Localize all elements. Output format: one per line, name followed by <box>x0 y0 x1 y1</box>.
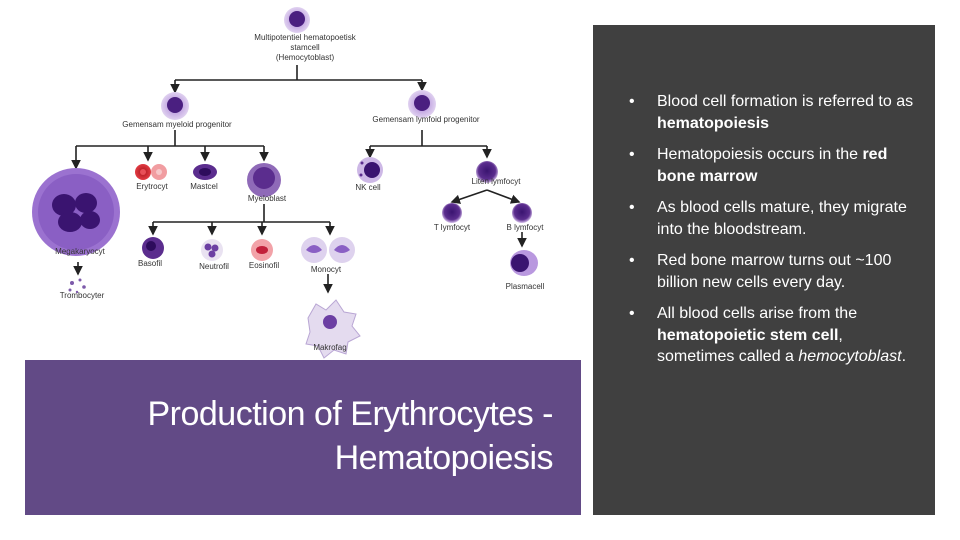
stem-cell <box>284 7 310 33</box>
bullet-dot-icon: • <box>629 305 635 322</box>
label-erythrocyte: Erytrocyt <box>136 182 168 191</box>
bullet-item: •Blood cell formation is referred to as … <box>629 93 914 132</box>
thrombocyte-cells <box>68 278 86 294</box>
neutrophil-cell <box>201 239 223 261</box>
small-lymphocyte-cell <box>476 161 498 183</box>
label-megakaryocyte: Megakaryocyt <box>55 247 106 256</box>
diagram-connectors <box>71 65 527 294</box>
slide-title-line-2: Hematopoiesis <box>334 439 554 477</box>
bullet-dot-icon: • <box>629 199 635 216</box>
label-lymphoid-progenitor: Gemensam lymfoid progenitor <box>372 115 479 124</box>
bullet-dot-icon: • <box>629 146 635 163</box>
label-t-lymphocyte: T lymfocyt <box>434 223 471 232</box>
label-monocyte: Monocyt <box>311 265 342 274</box>
label-eosinophil: Eosinofil <box>249 261 279 270</box>
bullet-item: •As blood cells mature, they migrate int… <box>629 199 907 238</box>
bullet-dot-icon: • <box>629 93 635 110</box>
bullet-item: •Red bone marrow turns out ~100 billion … <box>629 252 892 291</box>
bullet-list: •Blood cell formation is referred to as … <box>629 91 919 378</box>
myeloblast-cell <box>247 163 281 197</box>
slide-title: Production of Erythrocytes - Hematopoies… <box>33 392 553 480</box>
nk-cell <box>357 157 383 183</box>
eosinophil-cell <box>251 239 273 261</box>
label-stem-cell-1: Multipotentiel hematopoetisk <box>254 33 356 42</box>
label-plasma-cell: Plasmacell <box>506 282 545 291</box>
macrophage-cell <box>305 299 361 359</box>
myeloid-progenitor-cell <box>161 92 189 120</box>
mast-cell <box>193 164 217 180</box>
label-nk-cell: NK cell <box>355 183 381 192</box>
bullet-panel: •Blood cell formation is referred to as … <box>593 25 935 515</box>
hematopoiesis-diagram: Multipotentiel hematopoetisk stamcell (H… <box>32 7 545 359</box>
label-stem-cell-2: stamcell <box>290 43 320 52</box>
label-myeloblast: Myeloblast <box>248 194 287 203</box>
basophil-cell <box>142 237 164 259</box>
bullet-item: •All blood cells arise from the hematopo… <box>629 305 907 365</box>
bullet-item: • Hematopoiesis occurs in the red bone m… <box>629 146 888 185</box>
title-box: Production of Erythrocytes - Hematopoies… <box>25 360 581 515</box>
b-lymphocyte-cell <box>512 203 532 223</box>
label-neutrophil: Neutrofil <box>199 262 229 271</box>
slide-title-line-1: Production of Erythrocytes - <box>147 395 553 433</box>
lymphoid-progenitor-cell <box>408 90 436 118</box>
megakaryocyte-cell <box>32 168 120 256</box>
erythrocyte-cell <box>135 164 167 180</box>
label-small-lymphocyte: Liten lymfocyt <box>472 177 522 186</box>
label-macrophage: Makrofag <box>313 343 346 352</box>
label-mast-cell: Mastcel <box>190 182 218 191</box>
monocyte-cells <box>301 237 355 263</box>
t-lymphocyte-cell <box>442 203 462 223</box>
label-basophil: Basofil <box>138 259 162 268</box>
label-b-lymphocyte: B lymfocyt <box>507 223 545 232</box>
bullet-dot-icon: • <box>629 252 635 269</box>
label-myeloid-progenitor: Gemensam myeloid progenitor <box>122 120 232 129</box>
plasma-cell <box>510 250 538 276</box>
label-stem-cell-3: (Hemocytoblast) <box>276 53 335 62</box>
label-thrombocyte: Trombocyter <box>60 291 105 300</box>
